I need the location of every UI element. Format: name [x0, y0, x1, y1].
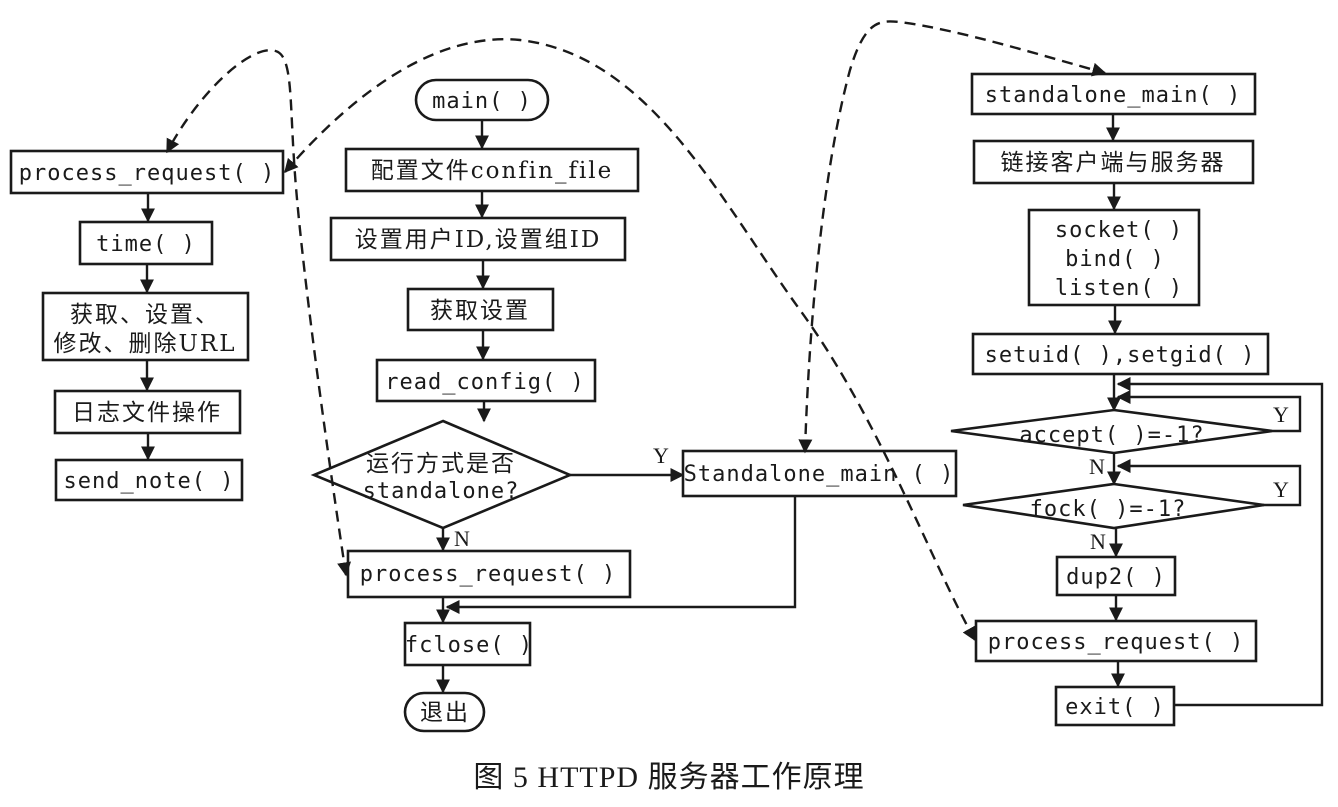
main-start-node: main( )	[414, 78, 550, 122]
right-standalone-main-node: standalone_main( )	[970, 72, 1257, 116]
accept-no-label: N	[1089, 454, 1105, 479]
decision-line2: standalone?	[363, 479, 520, 504]
dup2-node: dup2( )	[1055, 555, 1177, 597]
read-config-label: read_config( )	[385, 370, 584, 395]
right-exit-node: exit( )	[1054, 685, 1176, 727]
set-ids-node: 设置用户ID,设置组ID	[329, 216, 627, 262]
standalone-main-node: Standalone_main ( )	[681, 449, 958, 498]
dup2-label: dup2( )	[1066, 565, 1166, 590]
accept-yes-label: Y	[1273, 402, 1289, 427]
accept-decision-node: accept( )=-1?	[950, 408, 1273, 455]
arrow-accept-yes-loop	[1116, 390, 1302, 433]
left-url-ops-node: 获取、设置、 修改、删除URL	[41, 291, 250, 362]
standalone-main-label: Standalone_main ( )	[684, 462, 955, 487]
dashed-link-standalone-to-right	[798, 20, 1107, 454]
fork-decision-node: fock( )=-1?	[962, 482, 1265, 530]
exit-terminal-node: 退出	[403, 691, 486, 733]
decision-line1: 运行方式是否	[366, 451, 516, 477]
left-send-note-node: send_note( )	[54, 458, 244, 502]
socket-label: socket( )	[1055, 218, 1183, 243]
exit-terminal-label: 退出	[420, 700, 470, 726]
left-time-label: time( )	[96, 232, 196, 257]
right-process-request-node: process_request( )	[974, 619, 1258, 663]
left-url-ops-line2: 修改、删除URL	[54, 331, 237, 357]
fork-decision-label: fock( )=-1?	[1030, 497, 1187, 522]
right-column: standalone_main( ) 链接客户端与服务器 socket( ) b…	[950, 72, 1324, 727]
config-file-label: 配置文件confin_file	[371, 158, 614, 184]
left-process-request-label: process_request( )	[19, 161, 275, 186]
bind-label: bind( )	[1065, 247, 1165, 272]
fork-no-label: N	[1090, 529, 1106, 554]
listen-label: listen( )	[1055, 276, 1183, 301]
left-log-ops-label: 日志文件操作	[72, 400, 222, 426]
right-process-request-label: process_request( )	[988, 630, 1244, 655]
arrow-exit-loop	[1116, 377, 1324, 707]
decision-yes-label: Y	[653, 443, 669, 468]
accept-decision-label: accept( )=-1?	[1019, 423, 1204, 448]
get-settings-label: 获取设置	[430, 298, 530, 324]
read-config-node: read_config( )	[375, 358, 597, 403]
connect-node: 链接客户端与服务器	[972, 139, 1255, 185]
left-time-node: time( )	[78, 220, 214, 266]
dashed-call-links	[165, 20, 1107, 642]
fork-yes-label: Y	[1273, 477, 1289, 502]
connect-label: 链接客户端与服务器	[1001, 150, 1226, 176]
set-ids-label: 设置用户ID,设置组ID	[355, 227, 602, 253]
left-url-ops-line1: 获取、设置、	[70, 302, 220, 328]
figure-caption: 图 5 HTTPD 服务器工作原理	[473, 761, 865, 794]
decision-no-label: N	[454, 526, 470, 551]
socket-bind-listen-node: socket( ) bind( ) listen( )	[1027, 208, 1201, 307]
fclose-label: fclose( )	[405, 633, 533, 658]
setuid-label: setuid( ),setgid( )	[985, 343, 1256, 368]
left-column: process_request( ) time( ) 获取、设置、 修改、删除U…	[9, 149, 285, 502]
arrow-fork-yes-loop	[1116, 459, 1302, 507]
config-file-node: 配置文件confin_file	[344, 147, 640, 193]
main-start-label: main( )	[432, 89, 532, 114]
left-send-note-label: send_note( )	[64, 469, 235, 494]
right-standalone-main-label: standalone_main( )	[985, 83, 1241, 108]
dashed-link-arc-to-right-process	[284, 38, 977, 642]
left-log-ops-node: 日志文件操作	[53, 389, 242, 435]
fclose-node: fclose( )	[403, 621, 533, 667]
get-settings-node: 获取设置	[406, 287, 555, 332]
standalone-decision-node: 运行方式是否 standalone?	[310, 419, 574, 530]
main-process-request-label: process_request( )	[360, 562, 616, 587]
setuid-node: setuid( ),setgid( )	[971, 332, 1270, 376]
right-exit-label: exit( )	[1065, 695, 1165, 720]
main-process-request-node: process_request( )	[346, 549, 632, 599]
left-process-request-node: process_request( )	[9, 149, 285, 195]
